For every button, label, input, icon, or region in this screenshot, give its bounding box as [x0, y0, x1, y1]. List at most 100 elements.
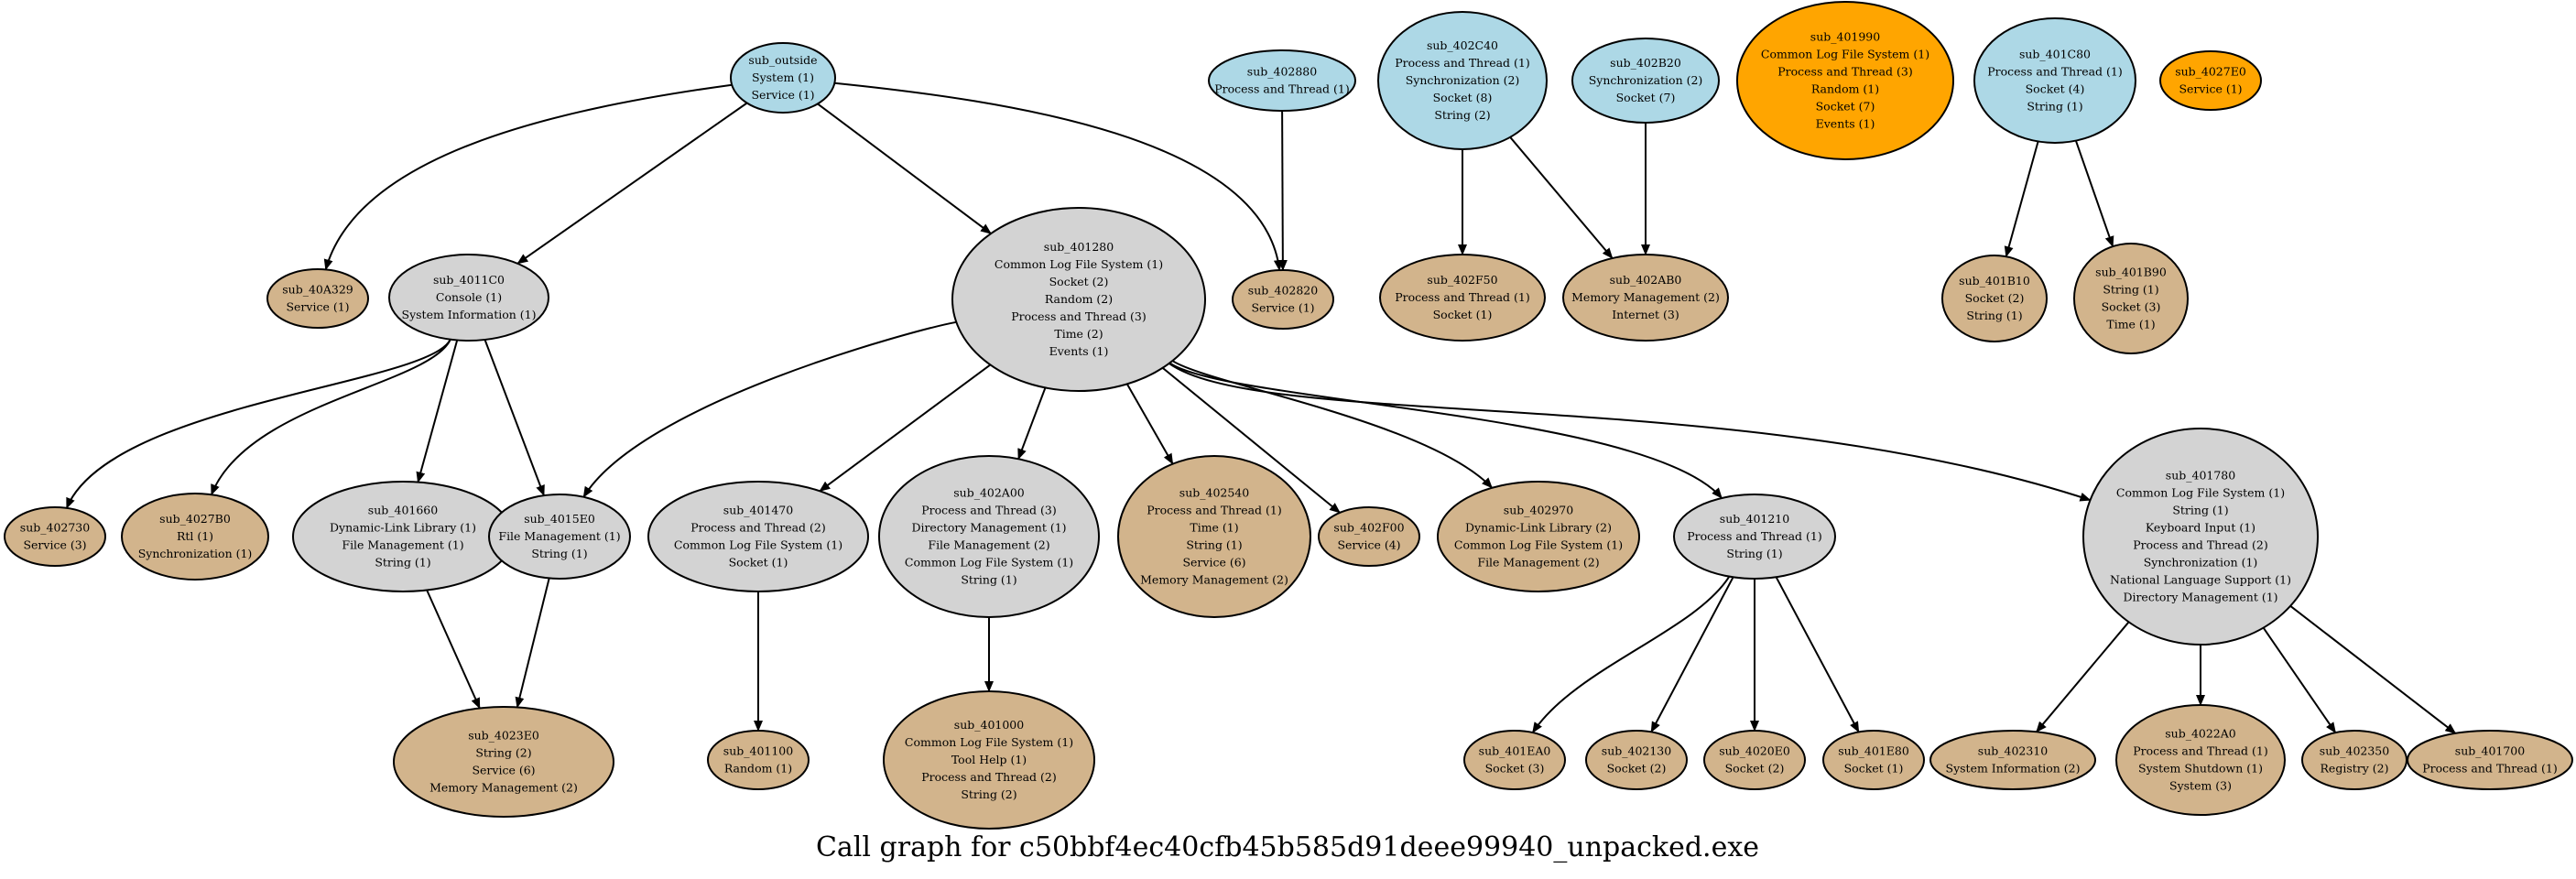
edge-sub_401660-to-sub_4023E0: [426, 590, 481, 710]
edge-sub_outside-to-sub_4011C0: [516, 102, 748, 265]
node-api-line: System Information (1): [402, 308, 537, 321]
node-api-line: Process and Thread (3): [921, 504, 1057, 517]
node-api-line: Time (1): [1190, 521, 1238, 535]
node-title: sub_401E80: [1838, 744, 1909, 758]
node-title: sub_402F50: [1427, 273, 1497, 287]
node-shape: [2073, 243, 2189, 354]
node-api-line: Service (1): [751, 88, 814, 102]
edge-sub_outside-to-sub_401280: [817, 103, 992, 234]
edge-sub_401780-to-sub_402350: [2262, 627, 2337, 734]
node-api-line: String (1): [1966, 309, 2022, 322]
node-title: sub_4011C0: [433, 273, 505, 287]
node-api-line: Process and Thread (1): [1395, 56, 1530, 70]
node-api-line: String (1): [531, 547, 587, 560]
node-api-line: Service (6): [1182, 556, 1245, 570]
node-api-line: Time (2): [1054, 327, 1103, 341]
node-shape: [388, 254, 549, 342]
node-title: sub_401C80: [2019, 48, 2091, 61]
node-api-line: Socket (7): [1816, 100, 1875, 114]
node-api-line: Common Log File System (1): [674, 538, 842, 552]
node-title: sub_401EA0: [1479, 744, 1551, 758]
node-api-line: Service (1): [1251, 301, 1314, 315]
node-api-line: Socket (2): [1049, 275, 1109, 288]
node-api-line: Synchronization (1): [138, 547, 253, 560]
node-title: sub_402820: [1248, 284, 1318, 298]
node-shape: [1673, 494, 1836, 580]
edge-sub_401780-to-sub_401700: [2289, 605, 2457, 734]
node-shape: [121, 493, 269, 581]
node-title: sub_402730: [20, 521, 90, 535]
node-api-line: Memory Management (2): [1571, 290, 1720, 304]
node-api-line: Socket (2): [1965, 291, 2025, 305]
node-api-line: Random (2): [1045, 292, 1113, 306]
edge-sub_401210-to-sub_402130: [1650, 576, 1734, 733]
edge-sub_outside-to-sub_402820: [834, 81, 1283, 272]
node-title: sub_401780: [2166, 469, 2235, 483]
node-shape: [1571, 38, 1720, 124]
node-api-line: Directory Management (1): [2123, 591, 2277, 604]
edge-sub_401280-to-sub_402970: [1171, 360, 1494, 489]
node-shape: [1318, 506, 1420, 567]
edge-sub_4015E0-to-sub_4023E0: [515, 578, 550, 709]
edge-sub_401280-to-sub_401210: [1168, 362, 1723, 499]
node-api-line: File Management (1): [498, 529, 620, 543]
node-api-line: Process and Thread (1): [1395, 290, 1530, 304]
node-title: sub_401700: [2455, 744, 2525, 758]
node-api-line: Socket (4): [2026, 82, 2085, 96]
node-api-line: Console (1): [436, 290, 502, 304]
node-api-line: Rtl (1): [177, 529, 213, 543]
node-api-line: String (2): [961, 787, 1016, 801]
node-title: sub_outside: [748, 53, 817, 67]
node-api-line: String (1): [1186, 538, 1242, 552]
node-title: sub_402970: [1504, 504, 1573, 517]
edge-sub_4011C0-to-sub_402730: [65, 339, 451, 509]
node-title: sub_401660: [368, 504, 438, 517]
node-api-line: Socket (3): [2102, 300, 2161, 314]
node-api-line: Common Log File System (1): [905, 735, 1073, 749]
node-shape: [2407, 730, 2573, 790]
node-api-line: Socket (2): [1607, 762, 1667, 776]
node-title: sub_402A00: [953, 486, 1025, 500]
node-api-line: Socket (1): [729, 556, 788, 570]
node-api-line: Socket (2): [1725, 762, 1785, 776]
node-title: sub_4027E0: [2175, 65, 2246, 79]
node-api-line: Synchronization (1): [2144, 556, 2258, 570]
